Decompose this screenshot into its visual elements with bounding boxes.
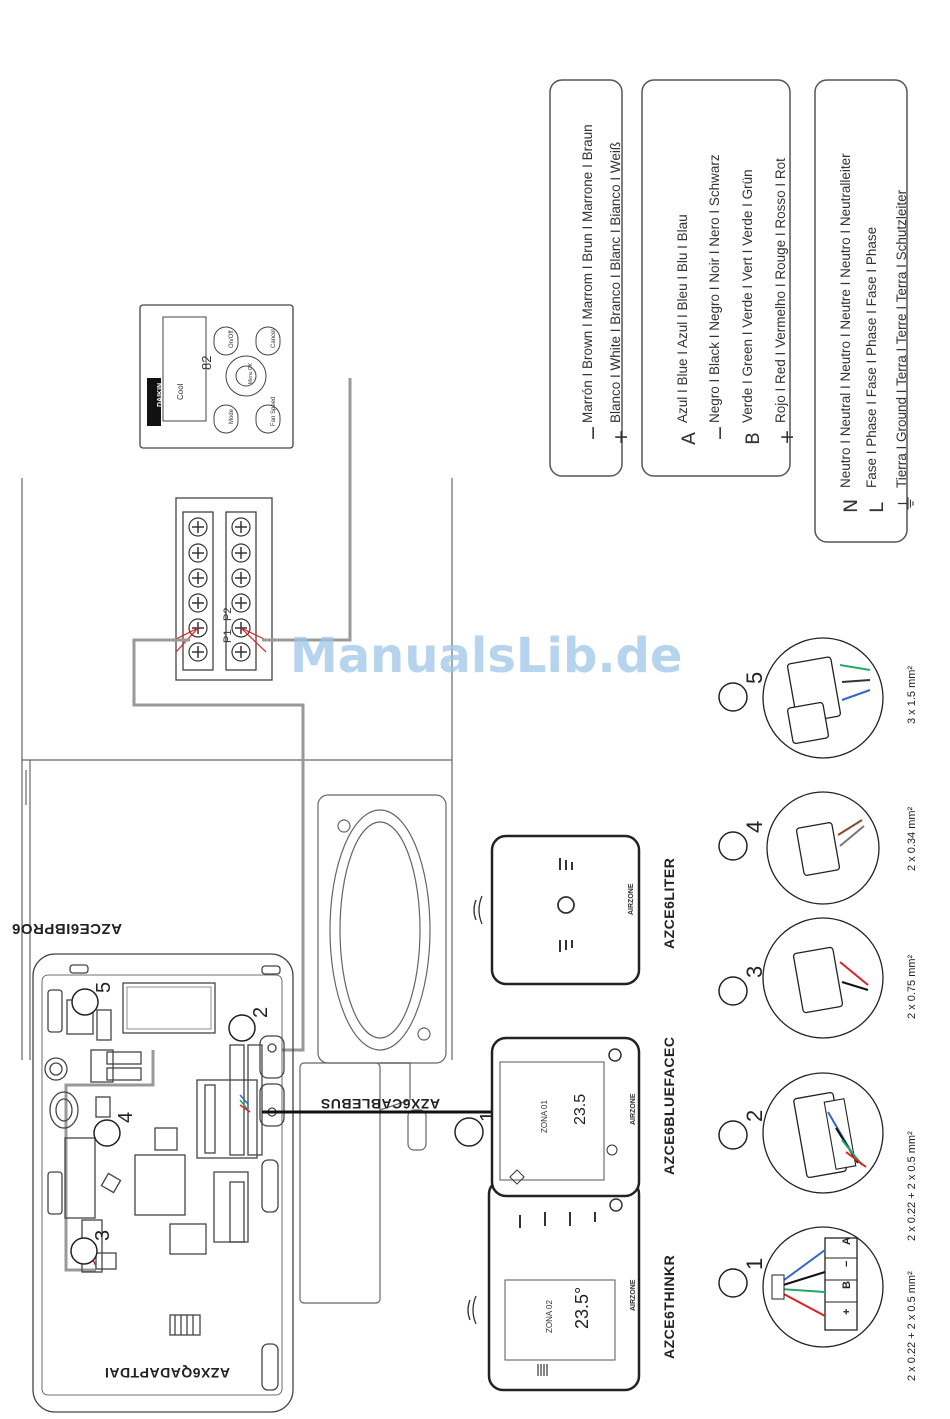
power-icon bbox=[608, 1048, 622, 1062]
power-icon bbox=[609, 1198, 623, 1212]
connector-details bbox=[762, 637, 884, 1348]
remote-mode-button: Mode bbox=[229, 408, 235, 424]
connector-5-number: 5 bbox=[742, 672, 767, 684]
legend-red-text: Rojo I Red I Vermelho I Rouge I Rosso I … bbox=[773, 158, 788, 423]
cable-marker-1: 1 bbox=[477, 1111, 499, 1122]
daikin-remote: DAIKIN Cool 82 Menu OK On/Off Mode Cance… bbox=[139, 304, 294, 449]
adapter-label: AZX6QADAPTDAI bbox=[104, 1365, 230, 1381]
liter-brand: AIRZONE bbox=[628, 883, 635, 915]
connector-1-pin-a: A bbox=[841, 1237, 853, 1245]
thermostat-bluefacec: ZONA 01 23.5 AIRZONE bbox=[490, 1036, 641, 1198]
remote-temp: 82 bbox=[199, 356, 214, 370]
legend-symbol-plus-2: + bbox=[776, 429, 798, 445]
board-marker-5: 5 bbox=[93, 982, 115, 993]
indoor-unit-outline bbox=[21, 478, 453, 1304]
legend-colors: − Marrón I Brown I Marrom I Brun I Marro… bbox=[549, 79, 632, 477]
legend-symbol-n: N bbox=[840, 499, 862, 513]
legend-symbol-minus-2: − bbox=[709, 425, 731, 441]
blueface-brand: AIRZONE bbox=[630, 1093, 637, 1125]
terminal-p1-label: P1 bbox=[222, 630, 234, 643]
connector-3-number: 3 bbox=[742, 966, 767, 978]
legend-blue-text: Azul I Blue I Azul I Bleu I Blu I Blau bbox=[675, 214, 690, 423]
connector-1-pin-b: B bbox=[841, 1281, 853, 1289]
connector-5-wire: 3 x 1.5 mm² bbox=[906, 666, 918, 724]
thermostat-thinkr: ZONA 02 23.5° AIRZONE bbox=[487, 1178, 641, 1392]
thinkr-brand: AIRZONE bbox=[630, 1279, 637, 1311]
connector-1-wire: 2 x 0.22 + 2 x 0.5 mm² bbox=[906, 1271, 918, 1381]
wireless-icon-thinkr bbox=[467, 1295, 477, 1325]
remote-mode: Cool bbox=[176, 383, 185, 400]
bus-wires bbox=[64, 378, 352, 1272]
board-markers bbox=[70, 988, 256, 1265]
connector-5-drawing bbox=[786, 656, 871, 745]
watermark: ManualsLib.de bbox=[290, 628, 682, 684]
board-marker-2: 2 bbox=[250, 1007, 272, 1018]
thinkr-label: AZCE6THINKR bbox=[661, 1255, 677, 1359]
connector-1-number: 1 bbox=[742, 1258, 767, 1270]
remote-menu-button: Menu OK bbox=[248, 362, 254, 384]
legend-white-text: Blanco I White I Branco I Blanc I Bianco… bbox=[608, 142, 623, 423]
board-marker-3: 3 bbox=[92, 1230, 114, 1241]
connector-3-wire: 2 x 0.75 mm² bbox=[906, 954, 918, 1019]
legend-phase-text: Fase I Phase I Fase I Phase I Fase I Pha… bbox=[864, 227, 879, 488]
ground-icon: ⏚ bbox=[896, 494, 918, 513]
connector-1-pin-minus: − bbox=[841, 1261, 853, 1267]
legend-symbol-l: L bbox=[866, 502, 888, 513]
thermostat-liter: AIRZONE bbox=[490, 834, 641, 986]
thinkr-zone: ZONA 02 bbox=[545, 1300, 554, 1333]
bluefacec-label: AZCE6BLUEFACEC bbox=[661, 1037, 677, 1175]
legend-symbol-plus: + bbox=[610, 429, 632, 445]
connector-4-wire: 2 x 0.34 mm² bbox=[906, 806, 918, 871]
remote-onoff-button: On/Off bbox=[229, 330, 235, 348]
liter-label: AZCE6LITER bbox=[661, 858, 677, 949]
legend-ground-text: Tierra I Ground I Terra I Terre I Terra … bbox=[894, 189, 909, 488]
legend-neutral-text: Neutro I Neutral I Neutro I Neutre I Neu… bbox=[838, 153, 853, 488]
power-icon bbox=[557, 896, 575, 914]
thinkr-temp: 23.5° bbox=[572, 1287, 592, 1329]
legend-green-text: Verde I Green I Verde I Vert I Verde I G… bbox=[740, 169, 755, 423]
connector-4-drawing bbox=[795, 819, 865, 876]
connector-3-drawing bbox=[792, 946, 869, 1014]
terminal-p2-label: P2 bbox=[222, 608, 234, 621]
wireless-icon-liter bbox=[473, 895, 483, 925]
cable-label: AZX6CABLEBUS bbox=[320, 1096, 440, 1112]
legend-brown-text: Marrón I Brown I Marrom I Brun I Marrone… bbox=[580, 124, 595, 423]
blueface-temp: 23.5 bbox=[572, 1094, 589, 1125]
connector-2-wire: 2 x 0.22 + 2 x 0.5 mm² bbox=[906, 1131, 918, 1241]
legend-signals: A Azul I Blue I Azul I Bleu I Blu I Blau… bbox=[641, 79, 798, 477]
blueface-zone: ZONA 01 bbox=[540, 1100, 549, 1133]
legend-power: N Neutro I Neutral I Neutro I Neutre I N… bbox=[814, 79, 918, 543]
remote-brand: DAIKIN bbox=[157, 383, 164, 407]
connector-number-circles bbox=[718, 682, 748, 1298]
legend-symbol-minus: − bbox=[582, 425, 604, 441]
remote-fan-button: Fan Speed bbox=[271, 397, 277, 426]
connector-1-pin-plus: + bbox=[841, 1309, 853, 1315]
board-marker-4: 4 bbox=[115, 1112, 137, 1123]
remote-cancel-button: Cancel bbox=[271, 329, 277, 348]
connector-2-number: 2 bbox=[742, 1110, 767, 1122]
connector-4-number: 4 bbox=[742, 821, 767, 833]
legend-black-text: Negro I Black I Negro I Noir I Nero I Sc… bbox=[707, 154, 722, 423]
board-label: AZCE6IBPRO6 bbox=[11, 920, 122, 937]
connector-2-drawing bbox=[793, 1091, 867, 1179]
legend-symbol-b: B bbox=[742, 432, 764, 445]
terminal-block: P1 P2 bbox=[173, 497, 273, 681]
cable-marker-circle bbox=[454, 1117, 484, 1147]
legend-symbol-a: A bbox=[678, 432, 700, 445]
connector-1-drawing: + B − A bbox=[771, 1237, 858, 1331]
